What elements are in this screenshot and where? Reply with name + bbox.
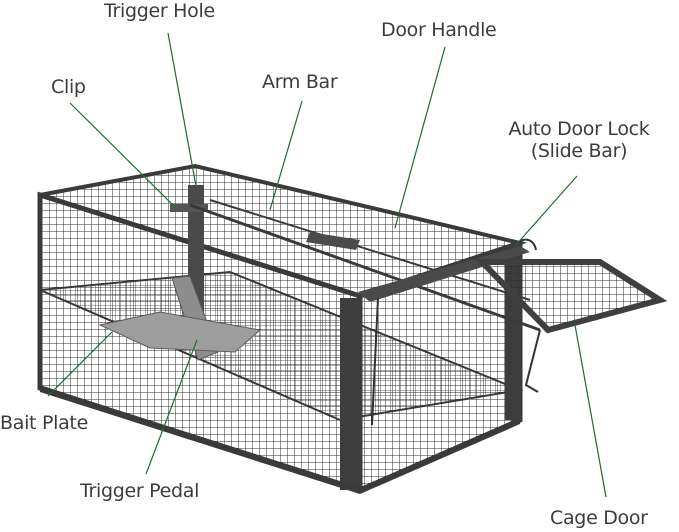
label-auto-door-lock-subtitle: (Slide Bar) (530, 140, 628, 162)
label-door-handle: Door Handle (381, 19, 497, 41)
leader-cage-door (574, 324, 607, 498)
label-clip: Clip (51, 76, 86, 98)
leader-lines (47, 32, 607, 498)
label-bait-plate: Bait Plate (0, 412, 88, 434)
label-trigger-pedal: Trigger Pedal (80, 480, 200, 502)
door-handle-bracket (306, 232, 360, 250)
leader-trigger-hole (167, 32, 197, 187)
bait-plate-shape (98, 311, 262, 353)
leader-clip (69, 102, 179, 211)
leader-bait-plate (47, 331, 113, 397)
leader-door-handle (394, 46, 446, 229)
clip-bracket (170, 204, 208, 212)
label-cage-door: Cage Door (550, 507, 648, 529)
label-auto-door-lock-title: Auto Door Lock (508, 118, 650, 140)
label-arm-bar: Arm Bar (262, 71, 338, 93)
cage-door-panel (474, 259, 668, 334)
label-auto-door-lock: Auto Door Lock (Slide Bar) (499, 118, 659, 162)
leader-auto-door-lock (514, 175, 578, 247)
label-trigger-hole: Trigger Hole (104, 0, 215, 22)
leader-trigger-pedal (145, 339, 198, 475)
leader-arm-bar (269, 100, 303, 211)
